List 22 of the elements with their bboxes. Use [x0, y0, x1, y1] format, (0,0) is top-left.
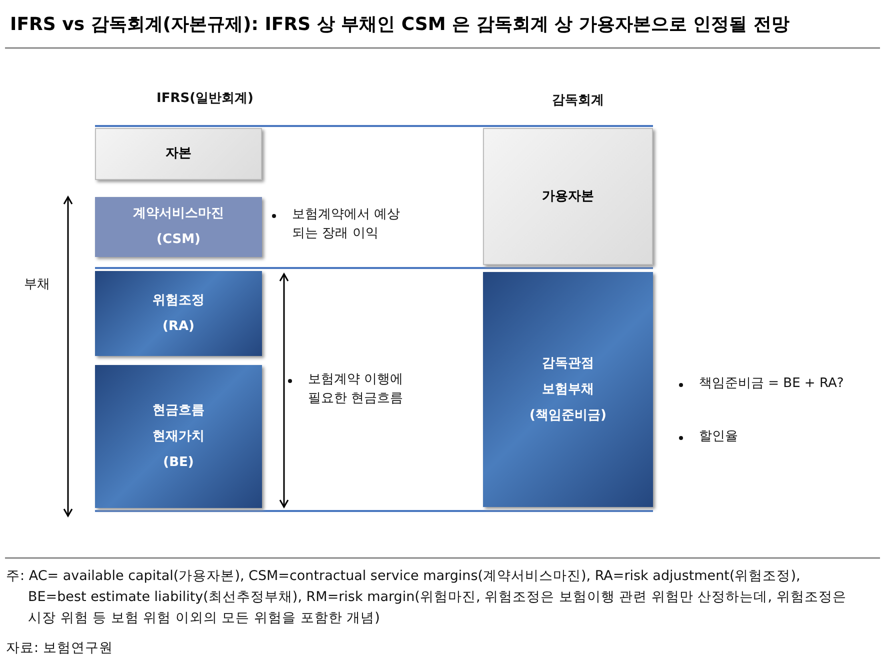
box-label: 계약서비스마진 (CSM): [132, 205, 225, 249]
box-label: 위험조정 (RA): [152, 292, 206, 336]
box-label: 감독관점 보험부채 (책임준비금): [528, 354, 608, 424]
account-box: [95, 271, 262, 356]
bullet-text: 보험계약에서 예상 되는 장래 이익: [292, 206, 402, 243]
box-label: 가용자본: [541, 188, 595, 206]
account-box: [95, 197, 262, 257]
axis-label: 부채: [24, 276, 51, 294]
bullet-text: 할인율: [699, 428, 739, 446]
column-heading: IFRS(일반회계): [156, 90, 254, 108]
account-box: [483, 272, 653, 507]
account-box: [95, 128, 262, 180]
account-box: [483, 128, 653, 265]
title: IFRS vs 감독회계(자본규제): IFRS 상 부채인 CSM 은 감독회계 상 가용자본으로 인정될 전망: [10, 13, 790, 36]
box-label: 자본: [164, 145, 192, 163]
bullet-text: 보험계약 이행에 필요한 현금흐름: [308, 371, 404, 408]
bullet-text: 책임준비금 = BE + RA?: [699, 375, 845, 393]
account-box: [95, 365, 262, 508]
box-label: 현금흐름 현재가치 (BE): [152, 402, 206, 472]
column-heading: 감독회계: [551, 92, 605, 110]
source-note: 자료: 보험연구원: [6, 639, 114, 658]
footnote: 주: AC= available capital(가용자본), CSM=contractual service margins(계약서비스마진), RA=risk adjustment(위험조정), BE=best estimate liability(최선추정부채), RM=risk margin(위험마진, 위험조정은 보험이행 관련 위험만 산정하는데, 위험조정은 시장 위험 등 보험 위험 이외의 모든 위험을 포함한 개념): [6, 567, 848, 628]
